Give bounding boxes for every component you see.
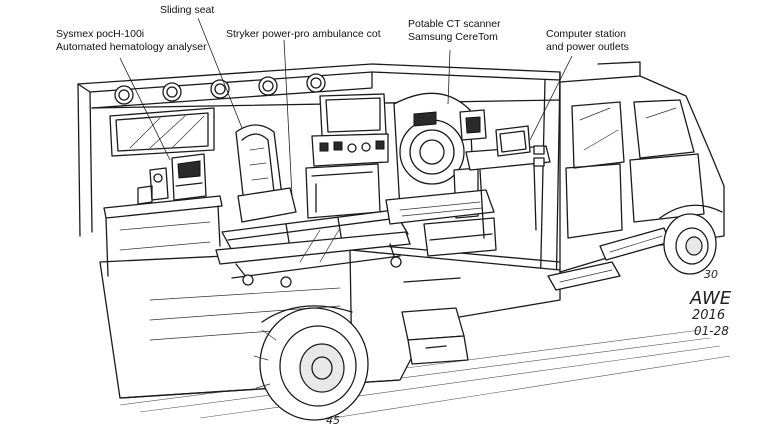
- signature-year: 2016: [692, 308, 726, 323]
- front-wheel: [659, 204, 723, 275]
- label-seat-line1: Sliding seat: [160, 4, 215, 16]
- ct-scanner: [385, 92, 497, 257]
- signature-date: 01-28: [694, 324, 729, 338]
- front-tire-scribble: 30: [704, 268, 718, 281]
- label-sliding-seat: Sliding seat: [160, 4, 214, 17]
- label-cot-line1: Stryker power-pro ambulance cot: [226, 28, 381, 40]
- sliding-seat: [235, 124, 297, 223]
- storage-compartment: [401, 277, 469, 365]
- left-counter: [103, 195, 223, 277]
- label-ct-line1: Potable CT scanner: [408, 18, 501, 30]
- rear-tire-scribble: 45: [326, 414, 340, 427]
- label-computer-line2: and power outlets: [546, 41, 629, 53]
- label-computer-line1: Computer station: [546, 28, 626, 40]
- ambulance-cot: [215, 209, 411, 288]
- label-computer-station: Computer station and power outlets: [546, 28, 629, 54]
- label-hematology-line1: Sysmex pocH-100i: [56, 28, 145, 40]
- artist-signature: AWE: [690, 288, 732, 309]
- computer-station: [465, 125, 551, 239]
- label-hematology-line2: Automated hematology analyser: [56, 41, 207, 53]
- left-window: [109, 107, 215, 157]
- label-hematology-analyser: Sysmex pocH-100i Automated hematology an…: [56, 28, 207, 54]
- ceiling-lights: [114, 73, 326, 105]
- leader-lines: [119, 17, 573, 197]
- rear-wheel: [253, 305, 369, 421]
- label-ambulance-cot: Stryker power-pro ambulance cot: [226, 28, 381, 41]
- label-ct-line2: Samsung CereTom: [408, 31, 498, 43]
- rear-wall-cabinet: [305, 93, 389, 219]
- label-ct-scanner: Potable CT scanner Samsung CereTom: [408, 18, 501, 44]
- hematology-analyser: [137, 153, 207, 205]
